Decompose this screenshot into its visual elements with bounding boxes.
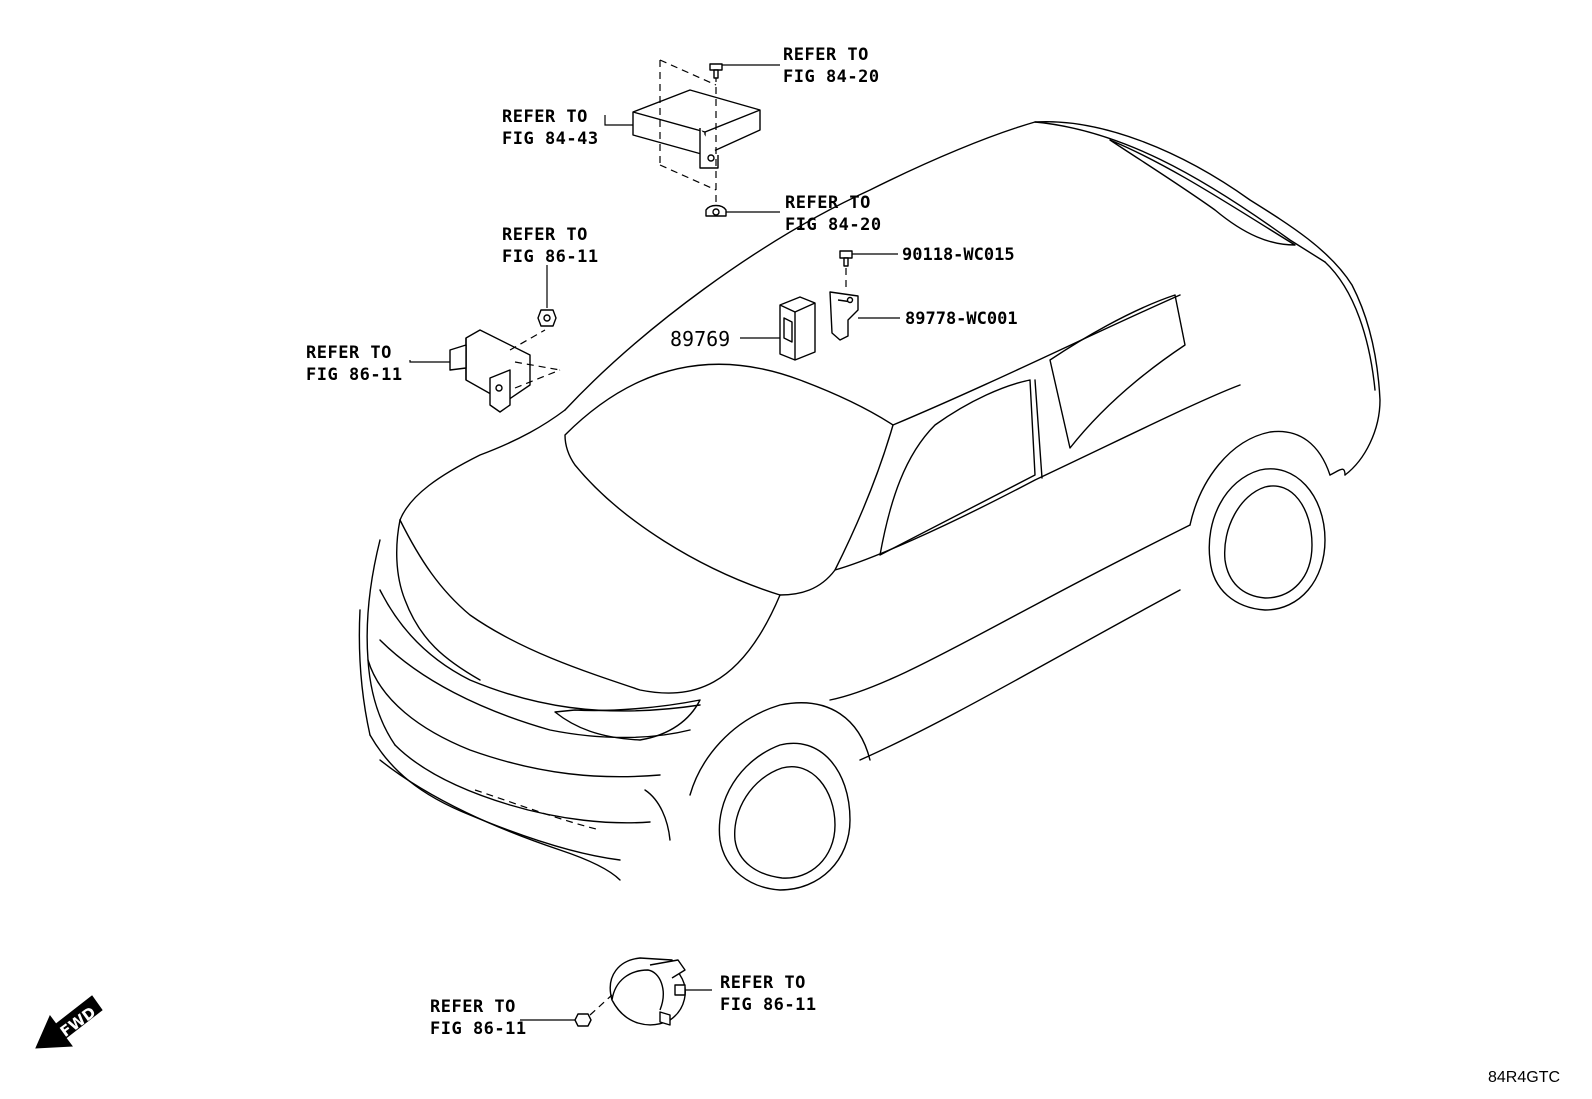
nut-bottom[interactable] bbox=[574, 1013, 592, 1027]
callout-line: REFER TO bbox=[502, 225, 588, 245]
part-number-bracket: 89778-WC001 bbox=[905, 309, 1018, 329]
callout-line: REFER TO bbox=[502, 107, 588, 127]
callout-line: FIG 86-11 bbox=[502, 247, 599, 267]
fwd-arrow-icon: FWD bbox=[35, 995, 103, 1049]
part-number-bolt: 90118-WC015 bbox=[902, 245, 1015, 265]
callout-ref-bottom-nut: REFER TO FIG 86-11 bbox=[430, 997, 527, 1039]
control-unit-top[interactable] bbox=[632, 59, 761, 208]
callout-ref-top-unit: REFER TO FIG 84-43 bbox=[502, 107, 599, 149]
diagram-code: 84R4GTC bbox=[1488, 1069, 1560, 1086]
leader-lines bbox=[409, 64, 900, 1021]
callout-line: FIG 84-20 bbox=[785, 215, 882, 235]
callout-line: REFER TO bbox=[783, 45, 869, 65]
callout-line: REFER TO bbox=[306, 343, 392, 363]
callout-ref-left-unit: REFER TO FIG 86-11 bbox=[306, 343, 403, 385]
control-unit-left[interactable] bbox=[449, 329, 561, 413]
callout-line: REFER TO bbox=[720, 973, 806, 993]
callout-line: FIG 84-20 bbox=[783, 67, 880, 87]
nut-top[interactable] bbox=[705, 204, 727, 217]
callout-line: REFER TO bbox=[430, 997, 516, 1017]
nut-left[interactable] bbox=[537, 309, 557, 327]
callout-line: FIG 86-11 bbox=[306, 365, 403, 385]
callout-line: FIG 86-11 bbox=[430, 1019, 527, 1039]
part-number-receiver: 89769 bbox=[670, 327, 730, 351]
bracket-89778[interactable] bbox=[829, 291, 859, 341]
callout-ref-top-bolt: REFER TO FIG 84-20 bbox=[783, 45, 880, 87]
vehicle-outline bbox=[358, 120, 1381, 891]
callout-ref-top-nut: REFER TO FIG 84-20 bbox=[785, 193, 882, 235]
horn-bottom[interactable] bbox=[609, 957, 686, 1026]
callout-ref-bottom-horn: REFER TO FIG 86-11 bbox=[720, 973, 817, 1015]
callout-line: FIG 84-43 bbox=[502, 129, 599, 149]
callout-line: REFER TO bbox=[785, 193, 871, 213]
callout-ref-left-nut: REFER TO FIG 86-11 bbox=[502, 225, 599, 267]
bolt-top[interactable] bbox=[709, 63, 723, 79]
callout-line: FIG 86-11 bbox=[720, 995, 817, 1015]
bolt-90118[interactable] bbox=[839, 250, 853, 267]
receiver-89769[interactable] bbox=[779, 296, 816, 361]
